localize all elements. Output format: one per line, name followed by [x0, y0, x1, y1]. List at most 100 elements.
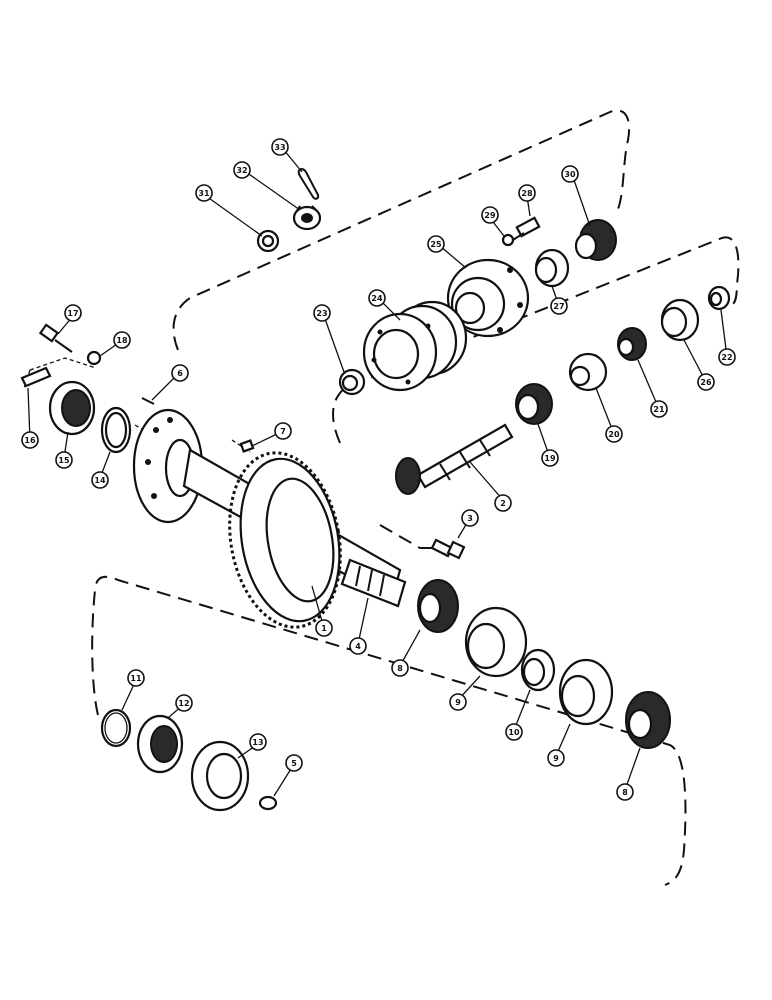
callout-17: 17	[64, 304, 82, 322]
lock-plate-16	[20, 366, 52, 388]
callout-circle	[233, 161, 251, 179]
callout-16: 16	[21, 431, 39, 449]
callout-circle	[481, 206, 499, 224]
lock-washer-18	[86, 350, 102, 366]
callout-10: 10	[505, 723, 523, 741]
snap-ring-11	[100, 708, 132, 748]
shim-pack-24	[362, 300, 468, 392]
callout-circle	[541, 449, 559, 467]
callout-9b: 9	[547, 749, 565, 767]
callout-circle	[113, 331, 131, 349]
washer-31	[256, 229, 280, 253]
callout-number: 9	[455, 698, 461, 707]
callout-27: 27	[550, 297, 568, 315]
callout-circle	[249, 733, 267, 751]
bearing-19	[515, 383, 553, 425]
callout-circle	[518, 184, 536, 202]
bearing-cone-8b	[625, 691, 671, 749]
ring-14	[100, 406, 132, 454]
callout-circle	[175, 694, 193, 712]
callout-number: 15	[58, 456, 70, 465]
bolt-17	[38, 323, 73, 353]
callout-number: 26	[700, 378, 712, 387]
bearing-cup-9a	[464, 606, 528, 678]
callout-circle	[91, 471, 109, 489]
callout-circle	[368, 289, 386, 307]
bearing-cup-9b	[558, 658, 614, 726]
callout-number: 24	[371, 294, 383, 303]
bearing-cone-8a	[417, 579, 459, 633]
callout-32: 32	[233, 161, 251, 179]
callout-31: 31	[195, 184, 213, 202]
callout-circle	[171, 364, 189, 382]
castle-nut-32	[292, 205, 322, 231]
pinion-connector-dash	[379, 524, 440, 549]
callout-circle	[195, 184, 213, 202]
callout-circle	[616, 783, 634, 801]
callout-6: 6	[171, 364, 189, 382]
pinion-shaft-2	[395, 423, 514, 495]
callout-circle	[313, 304, 331, 322]
callout-number: 23	[316, 309, 327, 318]
callout-circle	[427, 235, 445, 253]
callout-layer: 3332313028292527242326222120191718161514…	[21, 138, 736, 801]
lower-group-outline	[91, 575, 687, 886]
callout-number: 8	[397, 664, 403, 673]
pin-6	[141, 397, 155, 405]
callout-14: 14	[91, 471, 109, 489]
bearing-15	[48, 380, 96, 436]
bearing-13	[190, 740, 250, 812]
callout-4: 4	[349, 637, 367, 655]
callout-number: 19	[544, 454, 556, 463]
callout-circle	[285, 754, 303, 772]
callout-8a: 8	[391, 659, 409, 677]
callout-number: 29	[484, 211, 496, 220]
callout-8b: 8	[616, 783, 634, 801]
callout-number: 6	[177, 369, 183, 378]
snap-ring-22	[707, 285, 731, 311]
callout-18: 18	[113, 331, 131, 349]
callout-circle	[550, 297, 568, 315]
callout-number: 4	[355, 642, 361, 651]
callout-number: 10	[508, 728, 520, 737]
callout-3: 3	[461, 509, 479, 527]
callout-28: 28	[518, 184, 536, 202]
callout-15: 15	[55, 451, 73, 469]
callout-30: 30	[561, 165, 579, 183]
callout-2: 2	[494, 494, 512, 512]
callout-circle	[494, 494, 512, 512]
callout-circle	[315, 619, 333, 637]
callout-number: 30	[564, 170, 576, 179]
callout-circle	[650, 400, 668, 418]
callout-circle	[349, 637, 367, 655]
callout-circle	[697, 373, 715, 391]
callout-12: 12	[175, 694, 193, 712]
callout-circle	[547, 749, 565, 767]
ring-gear-1	[228, 451, 342, 629]
callout-26: 26	[697, 373, 715, 391]
bearing-cone-30	[574, 219, 617, 261]
callout-number: 3	[467, 514, 473, 523]
callout-circle	[271, 138, 289, 156]
upper-group-outline	[172, 109, 630, 351]
cotter-pin-33	[297, 168, 320, 200]
callout-number: 5	[291, 759, 297, 768]
callout-number: 11	[130, 674, 142, 683]
bearing-12	[136, 714, 184, 774]
callout-circle	[449, 693, 467, 711]
callout-number: 28	[521, 189, 533, 198]
callout-22: 22	[718, 348, 736, 366]
callout-circle	[505, 723, 523, 741]
callout-24: 24	[368, 289, 386, 307]
callout-circle	[718, 348, 736, 366]
callout-number: 25	[430, 240, 442, 249]
callout-1: 1	[315, 619, 333, 637]
callout-29: 29	[481, 206, 499, 224]
callout-11: 11	[127, 669, 145, 687]
callout-circle	[391, 659, 409, 677]
callout-number: 16	[24, 436, 36, 445]
callout-number: 20	[608, 430, 620, 439]
bearing-cone-21	[617, 327, 647, 361]
